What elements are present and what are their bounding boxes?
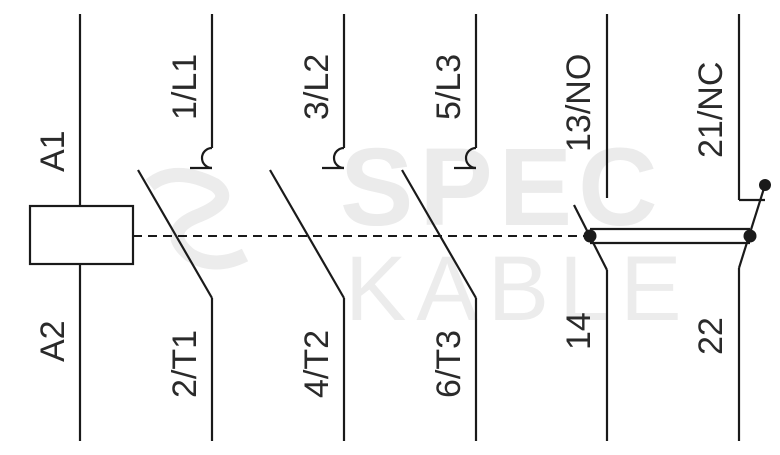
linkage-dot-left [583, 229, 597, 243]
aux-no-bottom-label: 14 [560, 312, 598, 350]
coil-label-a1: A1 [34, 130, 72, 172]
contact3-blade [401, 169, 477, 299]
contact1-bottom-label: 2/T1 [166, 330, 204, 398]
aux-nc-bottom-label: 22 [692, 317, 730, 355]
aux-nc-contact: 21/NC 22 [692, 14, 771, 441]
contact1-top-label: 1/L1 [166, 54, 204, 120]
watermark-line1: SPEC [340, 126, 664, 249]
watermark: SPEC KABLE [145, 126, 692, 340]
aux-nc-blade [737, 184, 767, 269]
contact3-bottom-label: 6/T3 [430, 330, 468, 398]
contact2-bottom-label: 4/T2 [298, 330, 336, 398]
contact1-blade [137, 169, 213, 299]
coil-box [28, 204, 135, 266]
mechanical-linkage [133, 227, 757, 245]
linkage-dot-right [743, 229, 757, 243]
contact1-arc [200, 146, 213, 170]
aux-no-top-label: 13/NO [560, 54, 598, 152]
main-contact-2: 3/L2 4/T2 [269, 14, 346, 441]
contact3-top-label: 5/L3 [430, 54, 468, 120]
contact2-blade [269, 169, 345, 299]
watermark-logo [145, 168, 249, 270]
watermark-line2: KABLE [345, 238, 692, 340]
aux-nc-top-label: 21/NC [692, 62, 730, 158]
main-contact-1: 1/L1 2/T1 [137, 14, 214, 441]
contact2-top-label: 3/L2 [298, 54, 336, 120]
coil-label-a2: A2 [34, 320, 72, 362]
aux-no-contact: 13/NO 14 [560, 14, 609, 441]
coil-circuit: A1 A2 [28, 14, 135, 441]
main-contact-3: 5/L3 6/T3 [401, 14, 478, 441]
